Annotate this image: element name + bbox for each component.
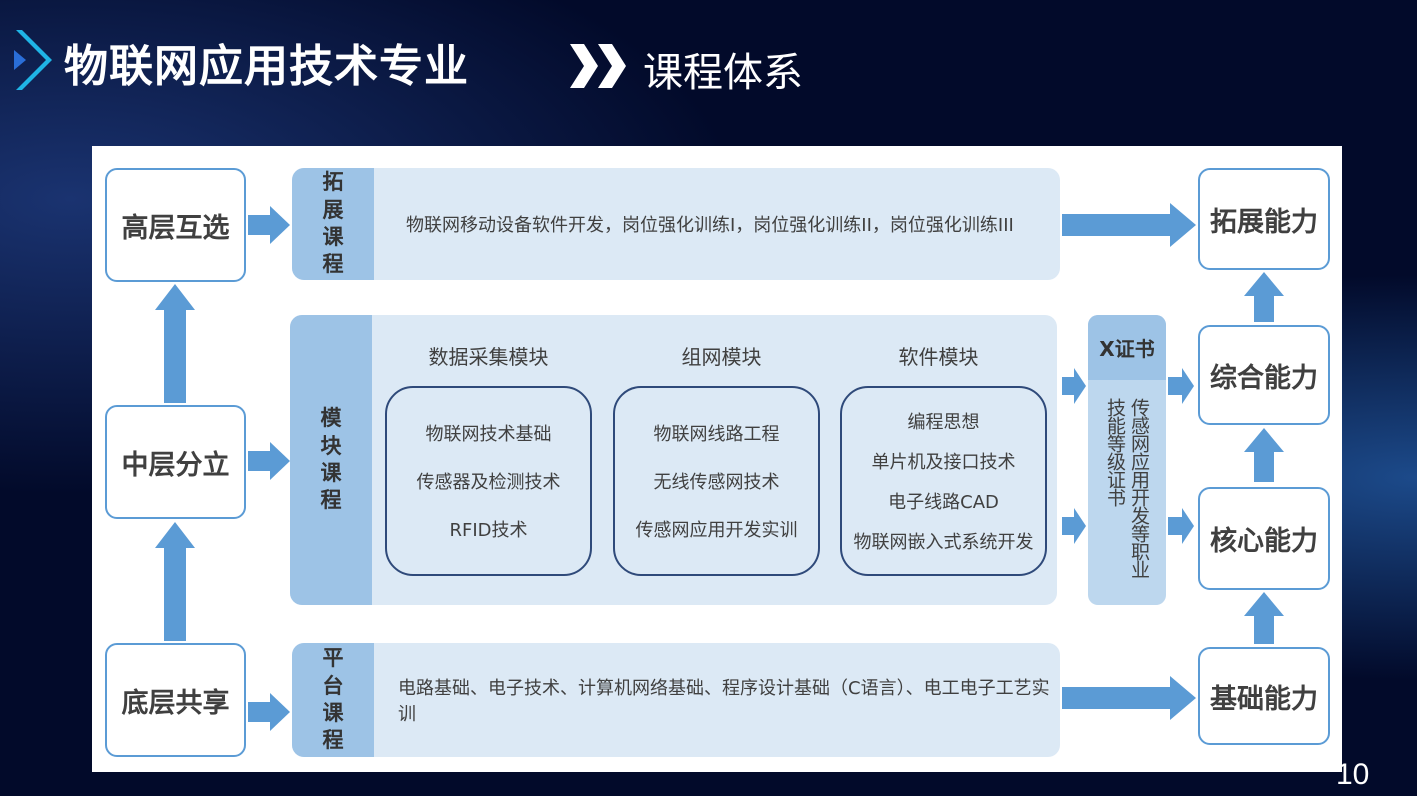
band-platform: 平台课程 电路基础、电子技术、计算机网络基础、程序设计基础（C语言）、电工电子工… (292, 643, 1060, 757)
band-expand-label: 拓展课程 (292, 168, 374, 280)
x-certificate: X证书 传感网应用开发等职业技能等级证书 (1088, 315, 1166, 605)
page-title: 物联网应用技术专业 (64, 41, 469, 92)
module-title: 软件模块 (898, 345, 979, 369)
module-item: 传感网应用开发实训 (635, 520, 798, 541)
cert-title: X证书 (1088, 315, 1166, 380)
band-expand-text: 物联网移动设备软件开发，岗位强化训练I，岗位强化训练II，岗位强化训练III (406, 215, 1014, 236)
ability-basic: 基础能力 (1198, 647, 1330, 745)
module-item: 无线传感网技术 (653, 472, 780, 493)
arrow-right-icon (1168, 508, 1194, 544)
module-title: 组网模块 (681, 345, 762, 369)
page-subtitle: 课程体系 (643, 50, 803, 96)
module-item: 物联网技术基础 (425, 424, 552, 445)
module-box-network: 物联网线路工程 无线传感网技术 传感网应用开发实训 (613, 386, 820, 576)
module-item: 物联网线路工程 (653, 424, 780, 445)
arrow-right-icon (1062, 368, 1086, 404)
logo-chevron-icon (14, 30, 52, 90)
module-item: 单片机及接口技术 (871, 452, 1016, 473)
level-high: 高层互选 (105, 168, 246, 282)
arrow-up-icon (1244, 272, 1284, 322)
module-box-software: 编程思想 单片机及接口技术 电子线路CAD 物联网嵌入式系统开发 (840, 386, 1047, 576)
module-item: 传感器及检测技术 (416, 472, 561, 493)
band-expand: 拓展课程 物联网移动设备软件开发，岗位强化训练I，岗位强化训练II，岗位强化训练… (292, 168, 1060, 280)
band-module-label: 模块课程 (290, 315, 372, 605)
arrow-right-icon (1062, 203, 1196, 247)
module-item: 编程思想 (907, 412, 980, 433)
arrow-up-icon (1244, 592, 1284, 644)
module-box-data: 物联网技术基础 传感器及检测技术 RFID技术 (385, 386, 592, 576)
level-mid: 中层分立 (105, 405, 246, 519)
arrow-right-icon (248, 206, 290, 244)
arrow-right-icon (1168, 368, 1194, 404)
module-title: 数据采集模块 (428, 345, 549, 369)
ability-core: 核心能力 (1198, 487, 1330, 590)
page-number: 10 (1336, 758, 1370, 791)
arrow-right-icon (1062, 676, 1196, 720)
band-platform-label: 平台课程 (292, 643, 374, 757)
cert-body: 传感网应用开发等职业技能等级证书 (1104, 398, 1150, 578)
arrow-up-icon (1244, 428, 1284, 482)
ability-expand: 拓展能力 (1198, 168, 1330, 270)
band-module: 模块课程 (290, 315, 1057, 605)
arrow-up-icon (155, 522, 195, 641)
module-item: 电子线路CAD (888, 492, 999, 513)
level-low: 底层共享 (105, 643, 246, 757)
module-item: 物联网嵌入式系统开发 (853, 532, 1034, 553)
arrow-right-icon (248, 442, 290, 480)
arrow-up-icon (155, 284, 195, 403)
arrow-right-icon (248, 693, 290, 731)
module-item: RFID技术 (449, 520, 528, 541)
band-platform-text: 电路基础、电子技术、计算机网络基础、程序设计基础（C语言）、电工电子工艺实训 (398, 678, 1050, 725)
ability-comprehensive: 综合能力 (1198, 325, 1330, 425)
double-chevron-icon (570, 44, 626, 88)
arrow-right-icon (1062, 508, 1086, 544)
